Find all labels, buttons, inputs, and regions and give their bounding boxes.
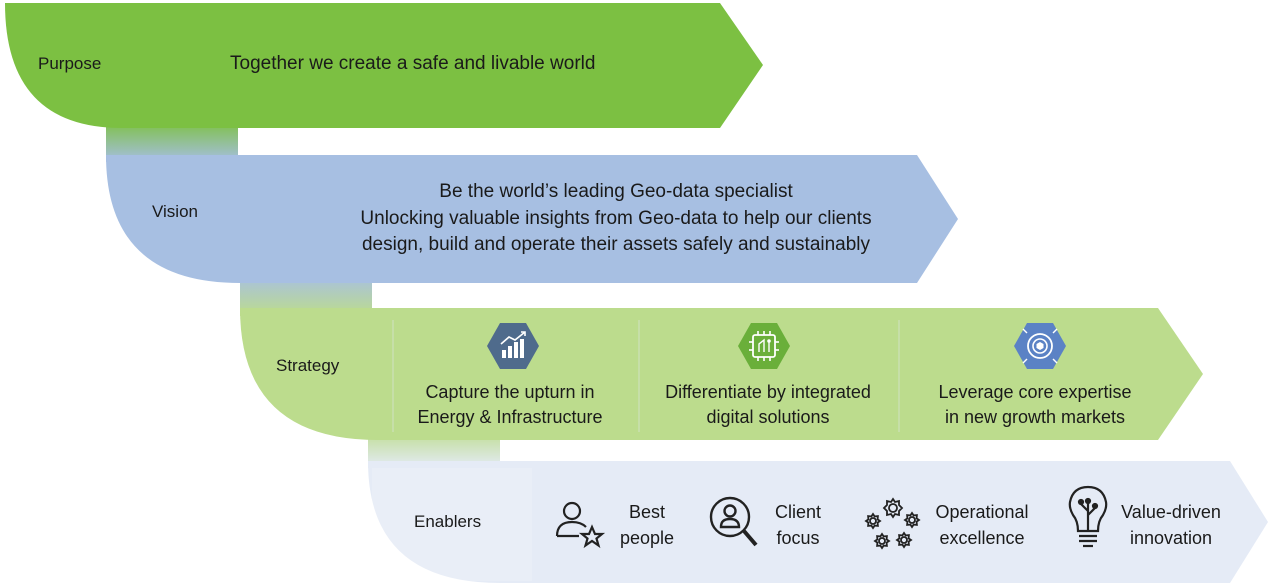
enabler-1-line-1: Best bbox=[628, 502, 666, 522]
gears-icon bbox=[864, 497, 921, 550]
enabler-3-line-2: excellence bbox=[939, 528, 1025, 548]
target-expertise-icon bbox=[1014, 323, 1066, 369]
strategy-label: Strategy bbox=[276, 356, 340, 375]
vision-label: Vision bbox=[152, 202, 198, 221]
vision-line-2: design, build and operate their assets s… bbox=[361, 234, 871, 255]
enablers-label: Enablers bbox=[414, 512, 482, 531]
enabler-4-line-1: Value-driven bbox=[1121, 502, 1221, 522]
person-star-icon bbox=[555, 501, 606, 549]
purpose-statement: Together we create a safe and livable wo… bbox=[230, 53, 596, 74]
strategy-item-2-line-1: Differentiate by integrated bbox=[665, 382, 871, 402]
lightbulb-icon bbox=[1068, 485, 1108, 548]
vision-line-1: Unlocking valuable insights from Geo-dat… bbox=[360, 208, 872, 229]
purpose-band bbox=[5, 3, 763, 128]
growth-chart-icon bbox=[487, 323, 539, 369]
enabler-2-line-2: focus bbox=[776, 528, 820, 548]
enabler-1-line-2: people bbox=[619, 528, 675, 548]
enabler-3-line-1: Operational bbox=[935, 502, 1029, 522]
vision-title: Be the world’s leading Geo-data speciali… bbox=[439, 181, 793, 202]
strategy-item-3-line-1: Leverage core expertise bbox=[938, 382, 1132, 402]
vision-band bbox=[106, 155, 958, 283]
strategy-item-2-line-2: digital solutions bbox=[706, 407, 830, 427]
strategy-item-1-line-2: Energy & Infrastructure bbox=[417, 407, 603, 427]
strategy-band bbox=[240, 308, 1203, 440]
strategy-item-3-line-2: in new growth markets bbox=[944, 407, 1126, 427]
enablers-label-panel bbox=[372, 468, 532, 581]
enabler-2-line-1: Client bbox=[774, 502, 822, 522]
circuit-icon bbox=[738, 323, 790, 369]
enablers-band bbox=[368, 461, 1268, 583]
magnifier-person-icon bbox=[709, 496, 758, 547]
enabler-4-line-2: innovation bbox=[1129, 528, 1213, 548]
strategy-item-1-line-1: Capture the upturn in bbox=[425, 382, 595, 402]
purpose-label: Purpose bbox=[38, 54, 102, 73]
